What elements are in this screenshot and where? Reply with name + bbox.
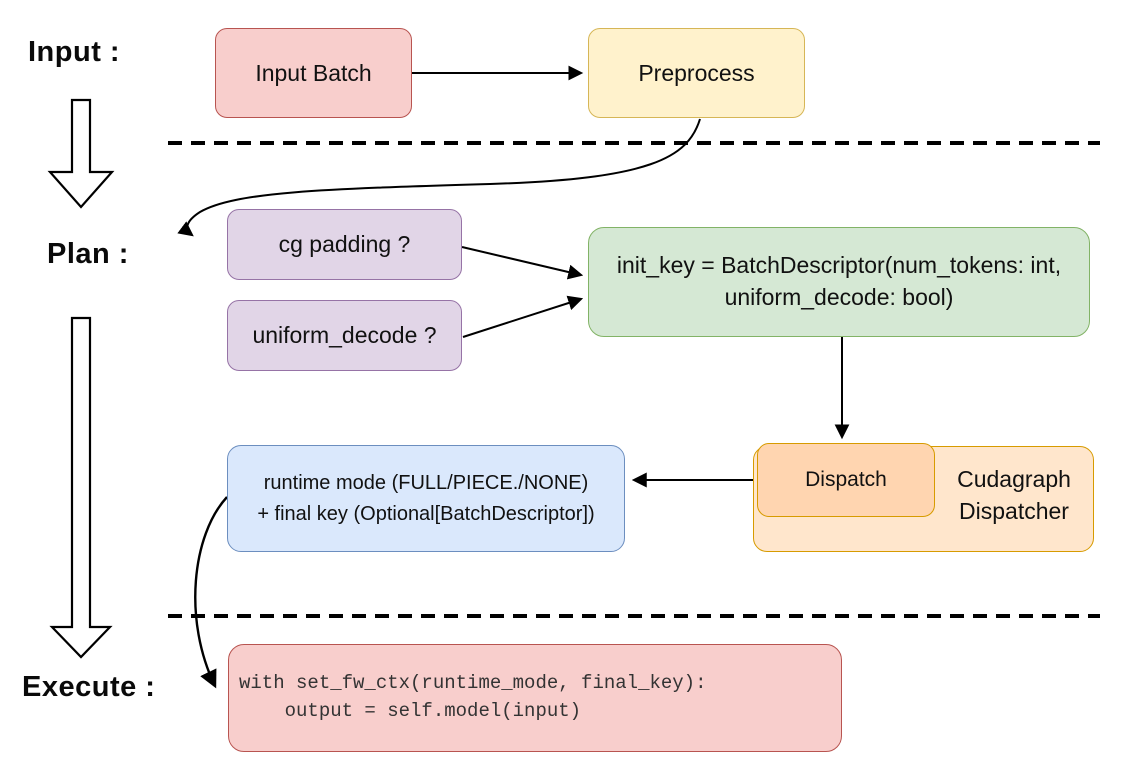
node-uniform-decode-label: uniform_decode ? — [252, 322, 437, 349]
node-preprocess: Preprocess — [588, 28, 805, 118]
arrow-preprocess-to-cg-padding — [177, 118, 701, 237]
node-dispatch-label: Dispatch — [805, 468, 887, 492]
down-arrow-icon-plan-to-execute — [49, 316, 113, 659]
node-init-key-line1: init_key = BatchDescriptor(num_tokens: i… — [616, 252, 1062, 279]
node-cg-padding-label: cg padding ? — [278, 231, 411, 258]
arrow-cg-padding-to-init-key — [461, 246, 584, 280]
node-init-key: init_key = BatchDescriptor(num_tokens: i… — [588, 227, 1090, 337]
arrow-uniform-decode-to-init-key — [462, 295, 584, 338]
node-uniform-decode: uniform_decode ? — [227, 300, 462, 371]
stage-label-input: Input : — [28, 36, 121, 68]
arrow-runtime-mode-to-execute-code — [194, 496, 228, 689]
node-runtime-mode-line1: runtime mode (FULL/PIECE./NONE) — [263, 471, 589, 494]
cudagraph-dispatcher-line2: Dispatcher — [959, 498, 1069, 525]
node-runtime-mode: runtime mode (FULL/PIECE./NONE) + final … — [227, 445, 625, 552]
stage-label-execute: Execute : — [22, 671, 156, 703]
node-init-key-line2: uniform_decode: bool) — [724, 284, 954, 310]
node-runtime-mode-line2: + final key (Optional[BatchDescriptor]) — [257, 502, 595, 525]
down-arrow-icon-input-to-plan — [47, 98, 115, 209]
node-input-batch-label: Input Batch — [255, 59, 372, 86]
node-preprocess-label: Preprocess — [638, 59, 755, 86]
execute-code-line2: output = self.model(input) — [239, 700, 582, 722]
cudagraph-dispatcher-line1: Cudagraph — [957, 466, 1071, 492]
execute-code-line1: with set_fw_ctx(runtime_mode, final_key)… — [239, 672, 707, 694]
node-dispatch: Dispatch — [757, 443, 935, 517]
stage-label-plan: Plan : — [47, 238, 129, 270]
node-input-batch: Input Batch — [215, 28, 412, 118]
node-execute-code: with set_fw_ctx(runtime_mode, final_key)… — [228, 644, 842, 752]
node-cg-padding: cg padding ? — [227, 209, 462, 280]
cudagraph-dispatcher-label: Cudagraph Dispatcher — [938, 463, 1090, 527]
